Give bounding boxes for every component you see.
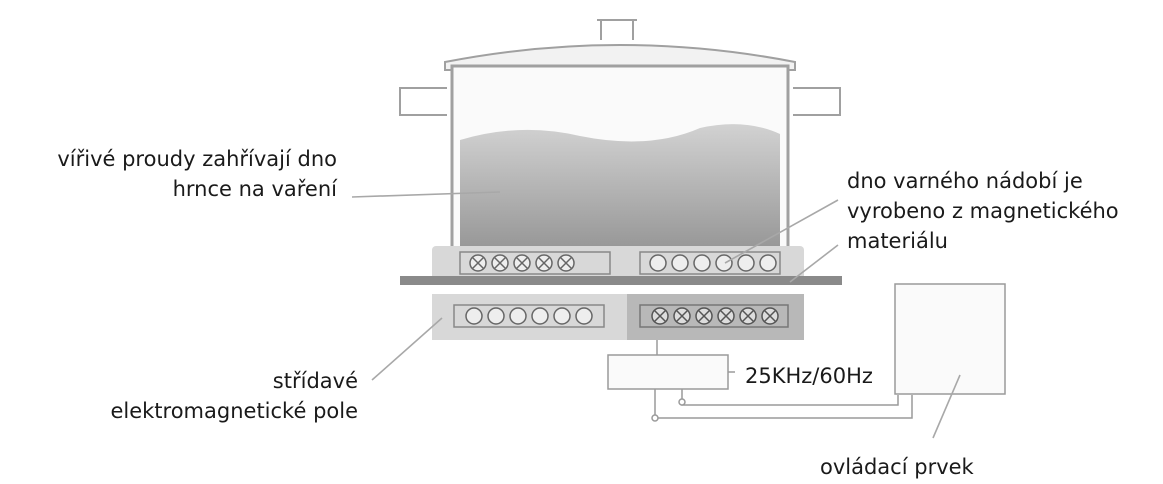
- upper-coil-dots: [649, 254, 777, 272]
- label-control: ovládací prvek: [820, 455, 974, 479]
- upper-coil-right: [639, 251, 781, 275]
- lower-coil-crosses: [651, 307, 779, 325]
- inverter-box: [607, 354, 729, 390]
- cooktop-plate: [400, 276, 842, 285]
- label-eddy-currents-line2: hrnce na vaření: [172, 177, 337, 201]
- pot-handle-left: [399, 87, 447, 116]
- pot-lid-knob: [597, 19, 637, 40]
- lower-coil-right: [639, 304, 789, 328]
- lower-coil-dots: [465, 307, 593, 325]
- label-pot-bottom-line1: dno varného nádobí je: [847, 169, 1083, 193]
- label-field: střídavé elektromagnetické pole: [110, 366, 358, 426]
- lower-coil-left: [453, 304, 605, 328]
- control-box: [894, 283, 1006, 395]
- wiring: [651, 340, 913, 422]
- label-pot-bottom-line2: vyrobeno z magnetického: [847, 199, 1119, 223]
- leader-lines: [351, 191, 961, 439]
- label-pot-bottom-line3: materiálu: [847, 229, 948, 253]
- label-eddy-currents-line1: vířivé proudy zahřívají dno: [57, 147, 337, 171]
- label-eddy-currents: vířivé proudy zahřívají dno hrnce na vař…: [57, 144, 337, 204]
- liquid: [460, 124, 780, 269]
- label-field-line2: elektromagnetické pole: [110, 399, 358, 423]
- upper-coil-left: [459, 251, 611, 275]
- pot-lid: [444, 44, 796, 71]
- label-pot-bottom: dno varného nádobí je vyrobeno z magneti…: [847, 166, 1119, 256]
- lower-coil-box-left: [432, 294, 627, 340]
- upper-coil-crosses: [469, 254, 575, 272]
- label-frequency: 25KHz/60Hz: [743, 361, 875, 391]
- pot-handle-right: [793, 87, 841, 116]
- label-field-line1: střídavé: [272, 369, 358, 393]
